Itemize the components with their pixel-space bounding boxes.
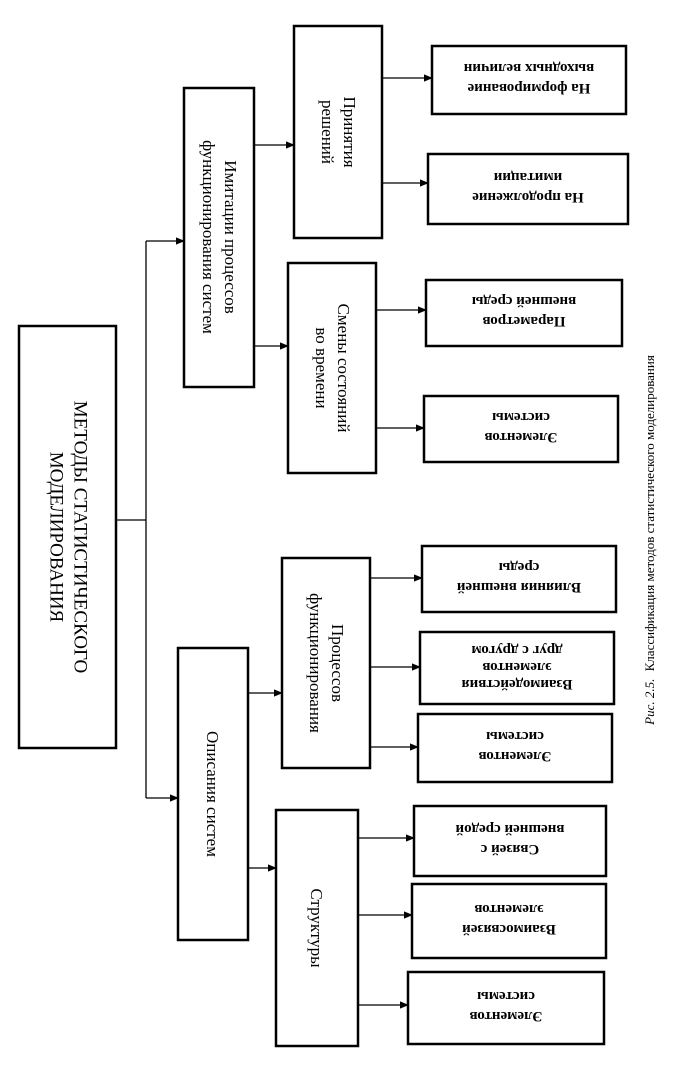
leaf-struct-elements-line1: Элементов [470, 1008, 543, 1024]
caption-text: Классификация методов статистического мо… [642, 355, 657, 671]
leaf-params-line2: внешней среды [471, 293, 576, 309]
imitation-label-line2: функционирования систем [199, 140, 218, 334]
decisions-label-line2: решений [318, 100, 337, 164]
leaf-params-line1: Параметров [482, 313, 565, 329]
leaf-struct-elements-line2: системы [477, 988, 535, 1004]
processes-label-line1: Процессов [328, 624, 347, 702]
leaf-forming-line1: На формирование [467, 80, 590, 96]
connectors [116, 74, 433, 1009]
caption-number: Рис. 2.5. [642, 679, 657, 726]
leaf-environment-influence: Влияния внешней среды [420, 544, 618, 614]
leaf-interaction-line2: элементов [482, 659, 551, 675]
leaf-imit-elements-line2: системы [492, 409, 550, 425]
leaf-mutual-links: Взаимосвязей элементов [410, 882, 608, 960]
root-title-line1: МЕТОДЫ СТАТИСТИЧЕСКОГО [70, 401, 91, 673]
imitation-label-line1: Имитации процессов [221, 160, 240, 314]
decisions-label-line1: Принятия [340, 96, 359, 167]
leaf-env-links-line1: Связей с [480, 841, 539, 857]
description-label: Описания систем [203, 731, 222, 857]
leaf-proc-elements-line1: Элементов [479, 748, 552, 764]
processes-box: Процессов функционирования [280, 556, 372, 770]
svg-text:Рис. 2.5. Классификация: Рис. 2.5. Классификация методов статисти… [642, 355, 657, 726]
leaf-imit-elements-line1: Элементов [485, 429, 558, 445]
leaf-process-elements: Элементов системы [416, 712, 614, 784]
figure-caption: Рис. 2.5. Классификация методов статисти… [642, 355, 657, 726]
structures-label: Структуры [307, 888, 326, 968]
leaf-continue-line1: На продолжение [472, 189, 584, 205]
description-box: Описания систем [176, 646, 250, 942]
leaf-mutual-links-line2: элементов [474, 901, 543, 917]
leaf-imitation-elements: Элементов системы [422, 394, 620, 464]
leaf-environment-params: Параметров внешней среды [424, 278, 624, 348]
leaf-forming-outputs: На формирование выходных величин [430, 44, 628, 116]
leaf-structure-elements: Элементов системы [406, 970, 606, 1046]
root-title-line2: МОДЕЛИРОВАНИЯ [46, 452, 67, 623]
state-changes-label-line2: во времени [312, 327, 331, 408]
leaf-continue-line2: имитации [493, 169, 562, 185]
leaf-mutual-links-line1: Взаимосвязей [462, 921, 556, 937]
state-changes-label-line1: Смены состояний [334, 304, 353, 433]
processes-label-line2: функционирования [306, 593, 325, 733]
leaf-continue-imitation: На продолжение имитации [426, 152, 630, 226]
leaf-env-links-line2: внешней средой [455, 821, 564, 837]
state-changes-box: Смены состояний во времени [286, 261, 378, 475]
leaf-elements-interaction: Взаимодействия элементов друг с другом [418, 630, 616, 706]
leaf-environment-links: Связей с внешней средой [412, 804, 608, 878]
decisions-box: Принятия решений [292, 24, 384, 240]
leaf-proc-elements-line2: системы [486, 728, 544, 744]
imitation-box: Имитации процессов функционирования сист… [182, 86, 256, 389]
leaf-forming-line2: выходных величин [463, 60, 594, 76]
leaf-interaction-line1: Взаимодействия [461, 676, 572, 692]
leaf-influence-line1: Влияния внешней [456, 579, 581, 595]
structures-box: Структуры [274, 808, 360, 1048]
leaf-influence-line2: среды [498, 559, 539, 575]
root-box: МЕТОДЫ СТАТИСТИЧЕСКОГО МОДЕЛИРОВАНИЯ [17, 324, 118, 750]
leaf-interaction-line3: друг с другом [471, 642, 562, 658]
